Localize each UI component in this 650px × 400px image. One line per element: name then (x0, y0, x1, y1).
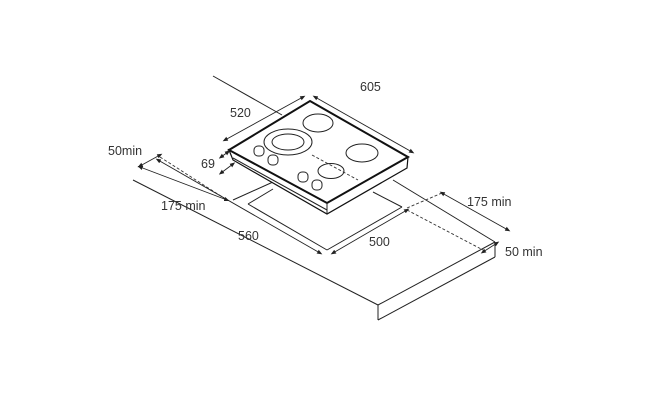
label-front-clearance: 50 min (505, 245, 543, 259)
dim-line-69-top (218, 150, 231, 159)
knob (297, 171, 309, 183)
dim-line-175-right (439, 191, 511, 232)
label-hob-height: 69 (201, 157, 215, 171)
dim-line-50min-front (480, 241, 500, 254)
label-rear-clearance: 50min (108, 144, 142, 158)
label-hob-depth: 520 (230, 106, 251, 120)
burner-large (263, 128, 313, 156)
cooktop (226, 99, 411, 215)
label-cutout-depth: 560 (238, 229, 259, 243)
burner-right (345, 143, 379, 163)
burner-large-inner (271, 133, 305, 151)
burner-rear (302, 113, 334, 133)
knob (311, 179, 323, 191)
dim-line-520 (222, 95, 306, 142)
label-left-clearance: 175 min (161, 199, 206, 213)
label-cutout-width: 500 (369, 235, 390, 249)
label-right-clearance: 175 min (467, 195, 512, 209)
dim-line-500 (330, 208, 410, 255)
dim-line-69-bottom (218, 162, 236, 175)
label-hob-width: 605 (360, 80, 381, 94)
knob (267, 154, 279, 166)
dim-line-50min-rear (137, 153, 163, 168)
knob (253, 145, 265, 157)
dim-line-560 (155, 158, 323, 255)
dim-line-605 (312, 95, 415, 154)
